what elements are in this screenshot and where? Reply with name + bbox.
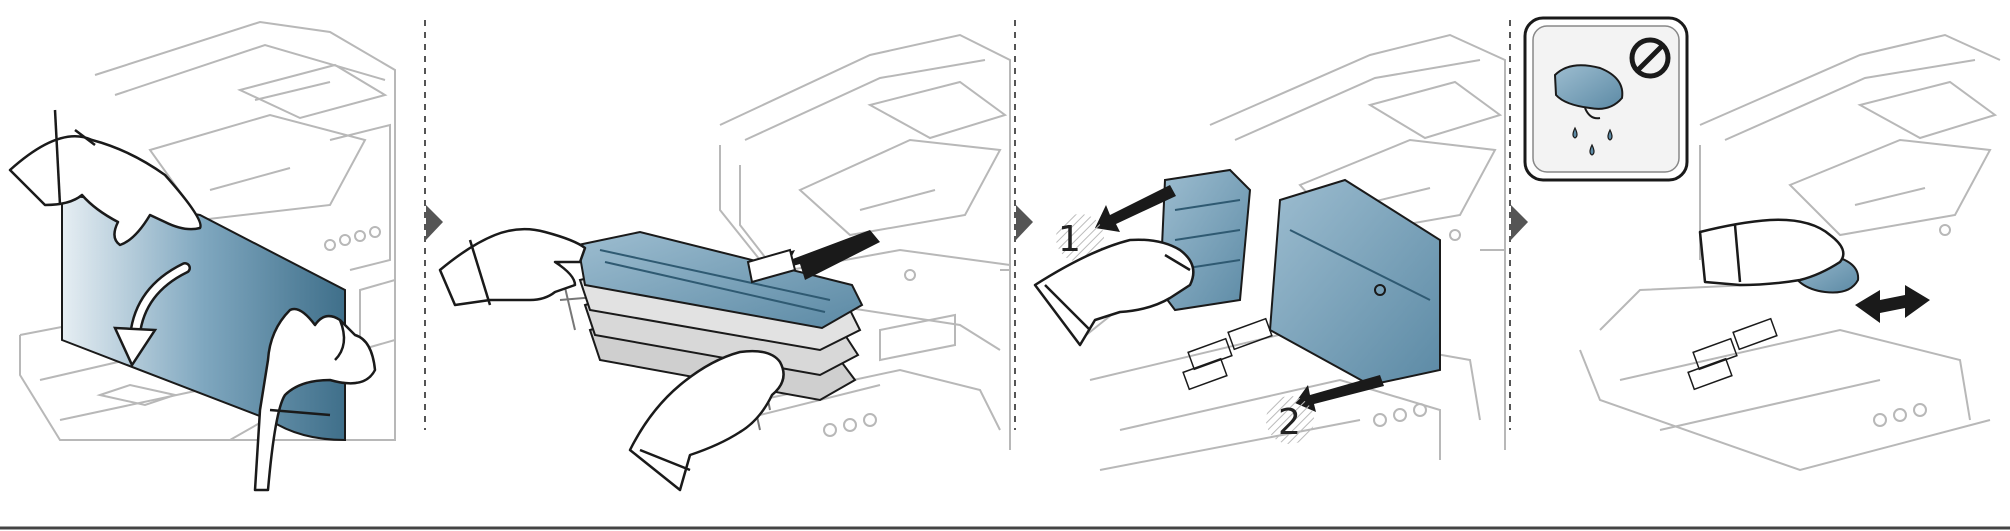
arrow-step-1 xyxy=(1095,185,1176,232)
hand-bottom-right xyxy=(253,307,377,492)
card-slots-4 xyxy=(1687,317,1778,391)
panel-dividers xyxy=(424,20,1511,430)
wipe-direction-arrow xyxy=(1855,285,1930,323)
wet-cloth-prohibited-icon xyxy=(1523,16,1689,182)
panel-4 xyxy=(1523,16,2001,472)
open-direction-arrow xyxy=(113,262,191,368)
panel-3 xyxy=(1033,33,1506,471)
hand-4 xyxy=(1698,218,1845,287)
pull-direction-arrow xyxy=(746,230,880,284)
card-slots xyxy=(1182,317,1273,391)
arrow-step-2 xyxy=(1295,375,1384,412)
inner-frame-blue xyxy=(1268,178,1441,387)
step-label-2: 2 xyxy=(1278,402,1301,443)
printer-body-4 xyxy=(1579,33,2001,472)
printer-body-3 xyxy=(1079,33,1506,471)
step-hatch-marks xyxy=(1056,214,1314,444)
step-label-1: 1 xyxy=(1058,219,1081,260)
panel-2 xyxy=(438,33,1011,492)
triangle-right-icon xyxy=(426,205,1528,240)
panel-1 xyxy=(8,20,396,492)
hand-3 xyxy=(1033,238,1195,347)
prohibition-icon xyxy=(1629,37,1671,79)
hand-right-2 xyxy=(628,349,785,492)
hand-left-2 xyxy=(438,227,587,307)
hand-top-left xyxy=(8,109,202,247)
